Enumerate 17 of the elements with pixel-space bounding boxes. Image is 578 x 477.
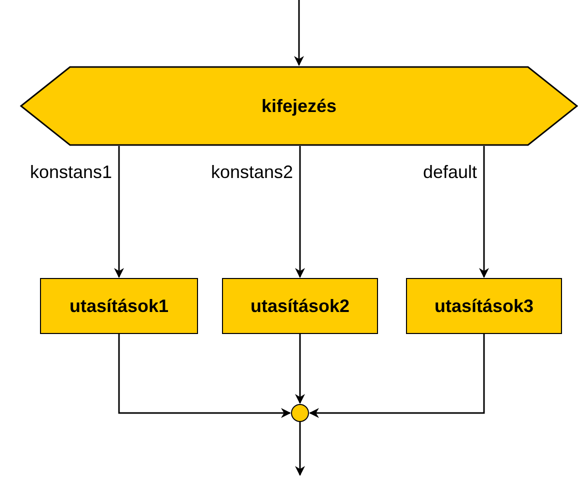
process-box [40, 278, 198, 334]
node-label: utasítások2 [250, 296, 350, 316]
arrow [114, 146, 124, 278]
arrow [295, 146, 305, 278]
process-box [406, 278, 562, 334]
arrow [118, 334, 291, 418]
arrow [295, 422, 305, 476]
decision-hexagon [20, 66, 578, 146]
arrow [294, 0, 304, 66]
process-box [222, 278, 378, 334]
junction-circle [291, 404, 309, 422]
arrow [295, 334, 305, 404]
node-label: utasítások1 [69, 296, 169, 316]
arrow [309, 334, 485, 418]
arrow [479, 146, 489, 278]
node-label: utasítások3 [434, 296, 534, 316]
node-label: kifejezés [261, 96, 337, 116]
